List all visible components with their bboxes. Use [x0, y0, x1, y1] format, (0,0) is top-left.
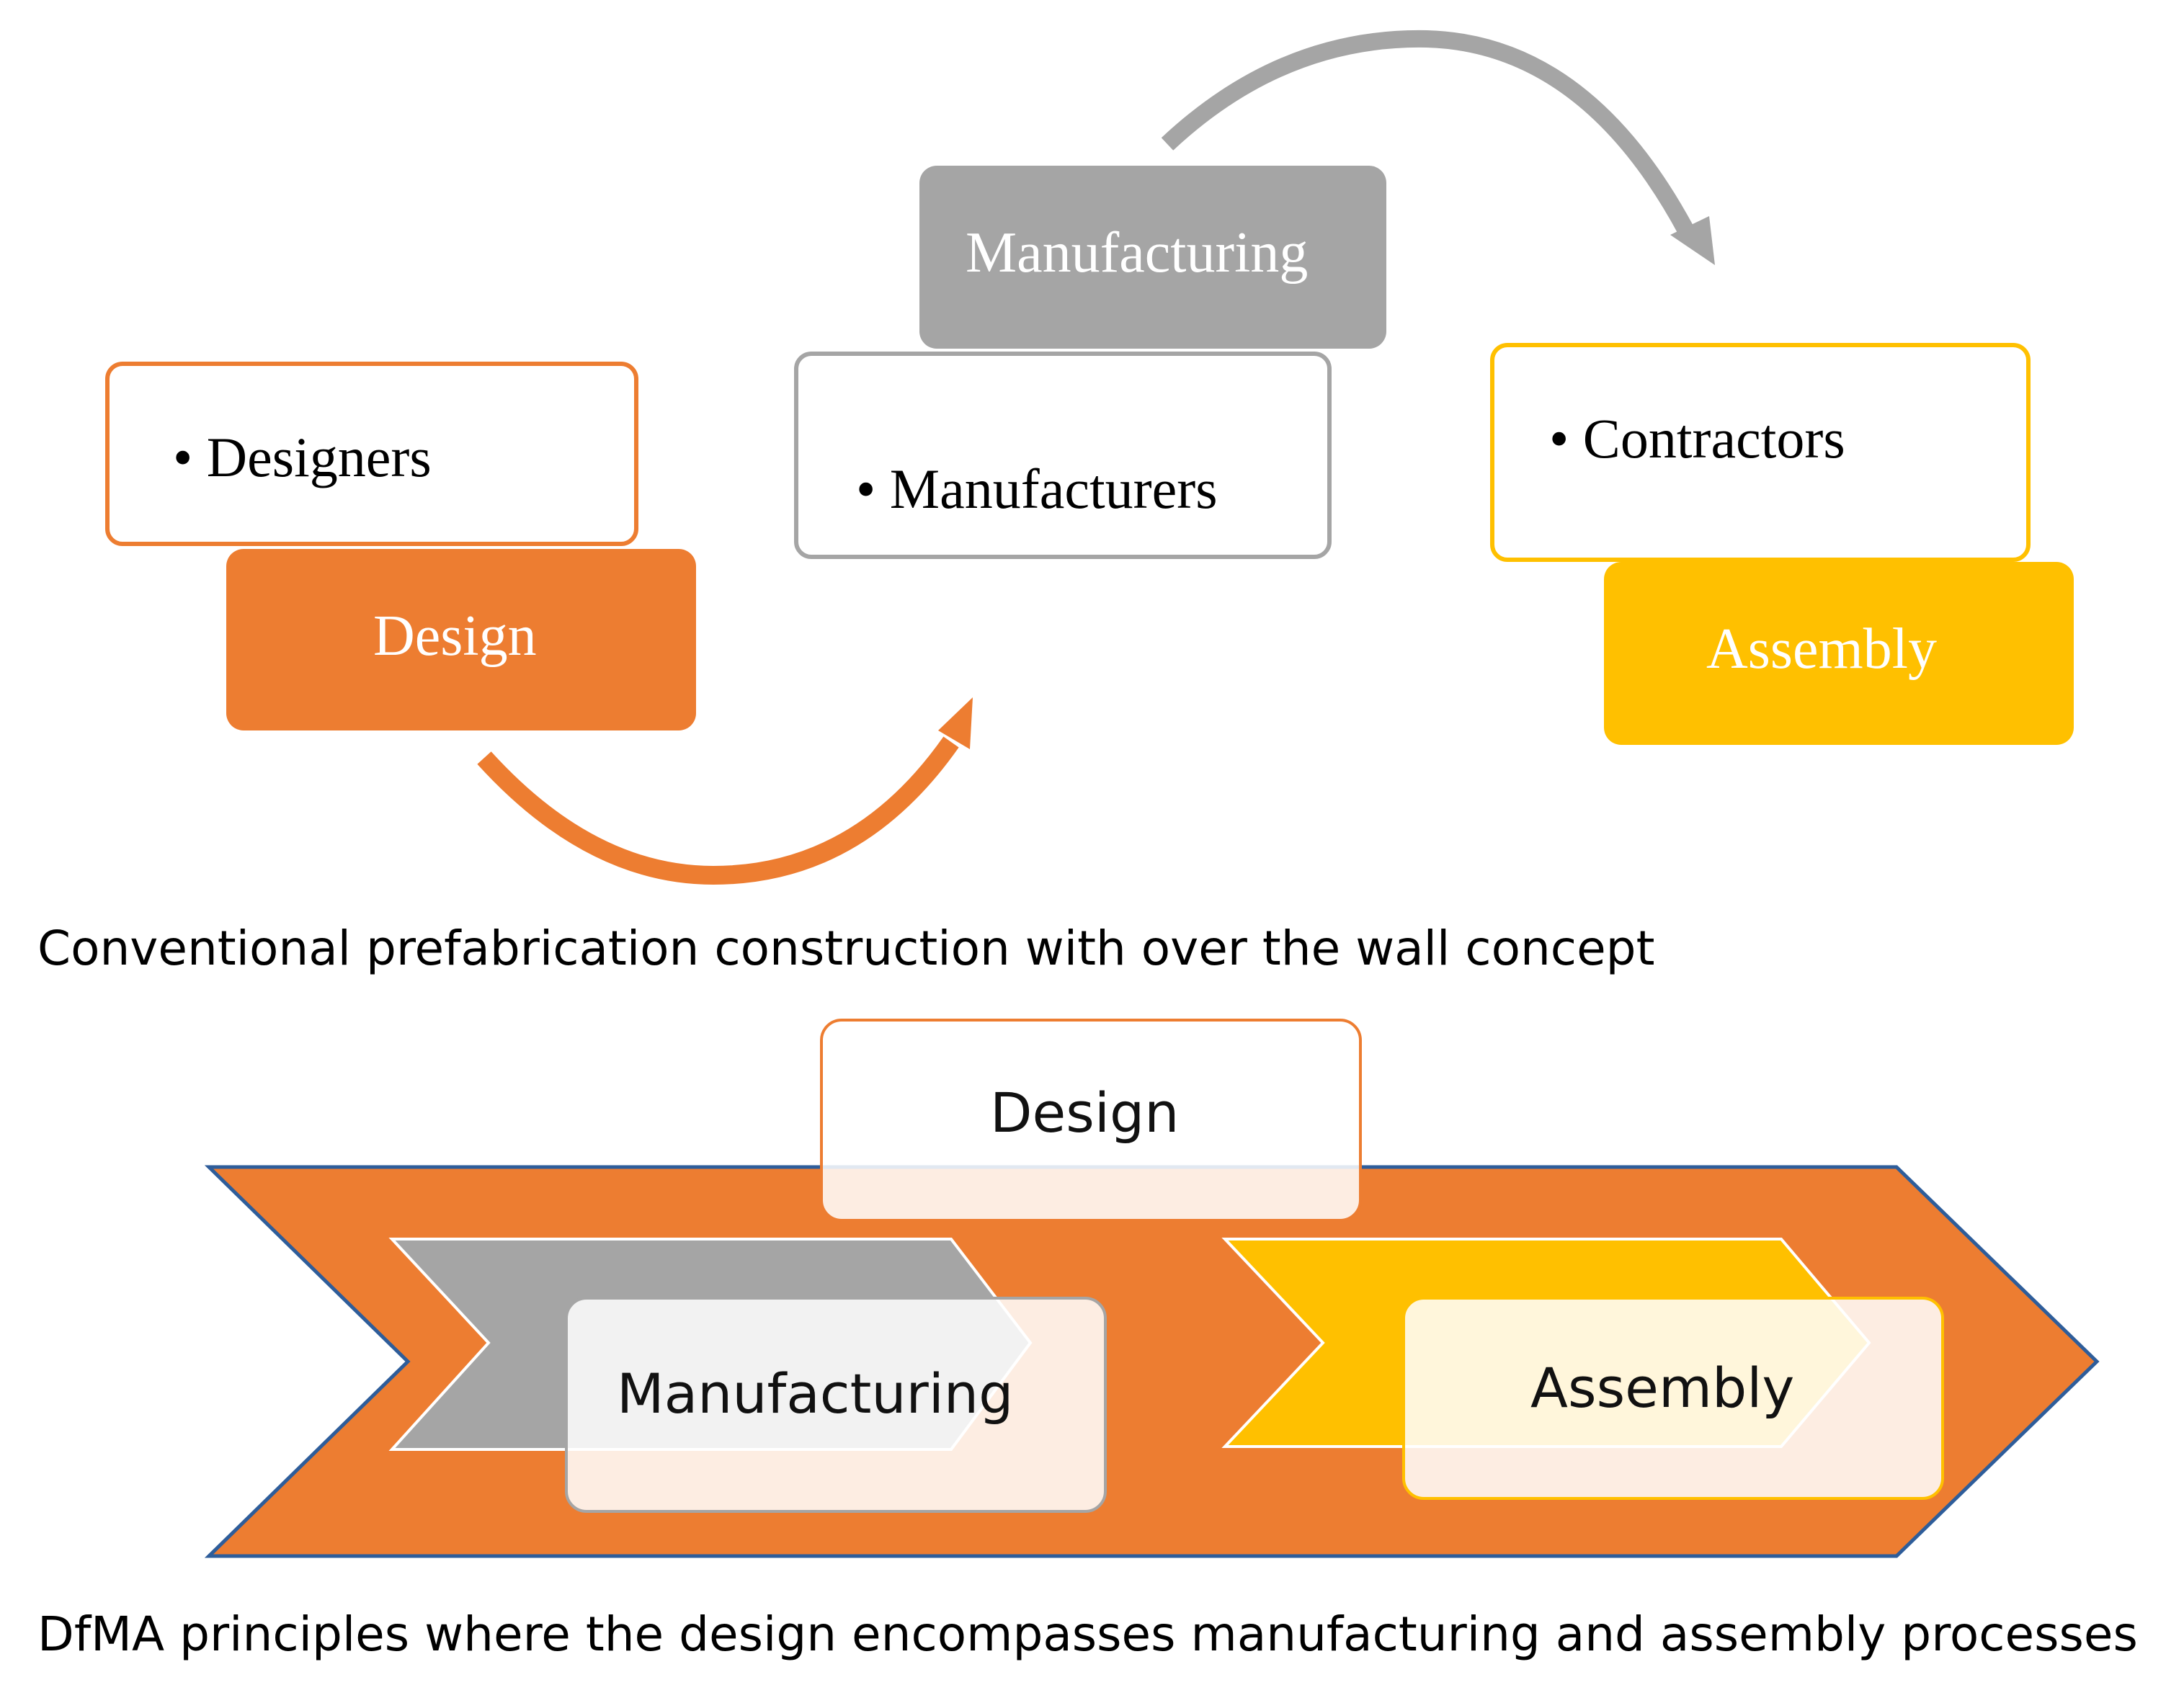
- dfma-manufacturing-label: Manufacturing: [617, 1362, 1014, 1426]
- contractors-label: • Contractors: [1549, 407, 1845, 470]
- designers-role-box: [105, 362, 638, 546]
- dfma-assembly-box: [1402, 1297, 1944, 1500]
- dfma-manufacturing-box: [565, 1297, 1107, 1513]
- manufacturers-role-box: [794, 352, 1332, 559]
- dfma-design-box: [820, 1019, 1362, 1222]
- design-to-manufacturing-arrow: [477, 736, 959, 885]
- design-stage-box: [226, 549, 696, 730]
- assembly-stage-box: [1604, 562, 2074, 745]
- assembly-stage-label: Assembly: [1706, 617, 1937, 681]
- manufacturing-stage-box: [919, 166, 1386, 349]
- gray-arrowhead: [1670, 216, 1715, 265]
- manufacturing-stage-label: Manufacturing: [966, 221, 1309, 285]
- orange-arrowhead: [938, 697, 973, 749]
- contractors-role-box: [1490, 343, 2031, 562]
- manufacturing-to-assembly-arrow: [1161, 30, 1694, 235]
- designers-label: • Designers: [173, 426, 432, 488]
- manufacturers-label: • Manufacturers: [856, 457, 1218, 520]
- dfma-assembly-label: Assembly: [1530, 1356, 1795, 1420]
- design-stage-label: Design: [373, 604, 537, 668]
- dfma-caption: DfMA principles where the design encompa…: [37, 1606, 2138, 1662]
- conventional-caption: Conventional prefabrication construction…: [37, 921, 1655, 976]
- dfma-design-label: Design: [990, 1081, 1180, 1145]
